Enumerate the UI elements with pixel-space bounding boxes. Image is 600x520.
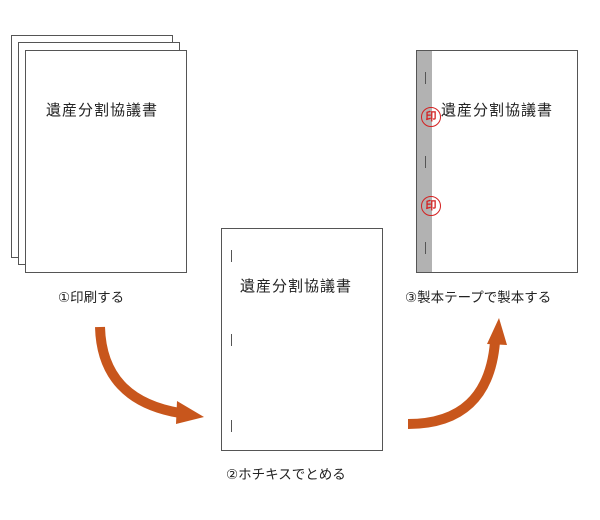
binding-tape [417,51,432,272]
document-title: 遺産分割協議書 [46,101,159,119]
staple-middle [231,334,232,346]
arrow-step1-to-step2-icon [95,326,204,424]
document-title: 遺産分割協議書 [240,277,353,295]
stapled-document: 遺産分割協議書 [221,228,383,451]
staple-top [231,250,232,262]
seal-stamp-icon: 印 [421,107,441,127]
bound-document: 印 印 遺産分割協議書 [416,50,578,273]
step-1-label: ①印刷する [58,290,125,306]
step-2-label: ②ホチキスでとめる [226,467,346,483]
step-3-label: ③製本テープで製本する [405,290,552,306]
document-title: 遺産分割協議書 [441,101,554,119]
arrow-step2-to-step3-icon [407,318,507,429]
staple-bottom [425,242,426,254]
staple-bottom [231,420,232,432]
staple-middle [425,156,426,168]
printed-page-front: 遺産分割協議書 [25,50,187,273]
staple-top [425,72,426,84]
seal-stamp-icon: 印 [421,196,441,216]
